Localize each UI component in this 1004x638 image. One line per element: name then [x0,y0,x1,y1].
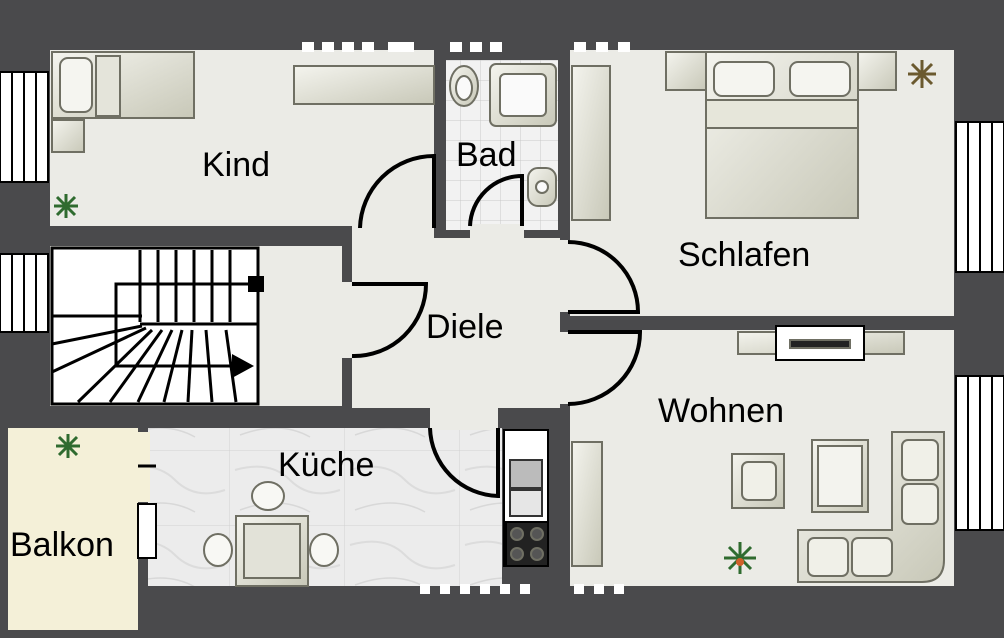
stair-post [248,276,264,292]
window-top-schlafen [574,42,630,52]
floor-diele [352,238,560,408]
window-top-kind [302,42,414,52]
door-swing-bad [468,173,524,227]
window-right-schlafen [955,121,1004,273]
door-swing-schlafen [567,240,641,314]
door-swing-kueche [428,427,500,499]
plant-icon [56,434,80,458]
stove-icon [505,521,549,567]
nightstand-icon [665,51,707,91]
nightstand-icon [51,119,85,153]
door-swings [351,153,643,499]
window-right-wohnen [955,375,1004,531]
schlafen-furniture [571,51,897,221]
shelf-icon [293,65,435,105]
balkon-door-frame [137,503,157,559]
floor-balkon [8,428,138,630]
plant-icon [908,60,936,88]
plant-icon [54,194,78,218]
door-gap-schlafen [558,240,572,312]
window-bottom-wohnen [574,584,624,594]
window-left-kind [0,71,49,183]
bad-fixtures [449,63,557,207]
wohnen-furniture [571,325,945,583]
wardrobe-icon [571,65,611,221]
room-label-kind: Kind [202,146,270,184]
room-label-bad: Bad [456,136,517,174]
chair-icon [203,533,233,567]
room-label-schlafen: Schlafen [678,236,810,274]
door-gap-kind [352,224,434,240]
plant-icon [724,542,756,574]
staircase [50,246,260,406]
window-left-stair [0,253,49,333]
chair-icon [309,533,339,567]
door-gap-stair [340,282,354,358]
stair-arrow-icon [232,354,254,378]
door-swing-stair [351,282,429,359]
room-label-balkon: Balkon [10,526,114,564]
door-gap-wohnen [558,332,572,404]
window-bottom-kueche [420,584,530,594]
door-swing-kind [358,153,436,229]
chair-icon [251,481,285,511]
door-swing-wohnen [567,330,643,406]
room-label-diele: Diele [426,308,503,346]
room-label-kueche: Küche [278,446,374,484]
kueche-furniture [203,429,549,587]
door-gap-kueche [430,406,498,430]
door-gap-bad [470,224,524,240]
cabinet-icon [571,441,603,567]
sink-icon [509,459,543,489]
window-top-bad [450,42,502,52]
kind-furniture [51,51,435,153]
room-label-wohnen: Wohnen [658,392,784,430]
nightstand-icon [857,51,897,91]
